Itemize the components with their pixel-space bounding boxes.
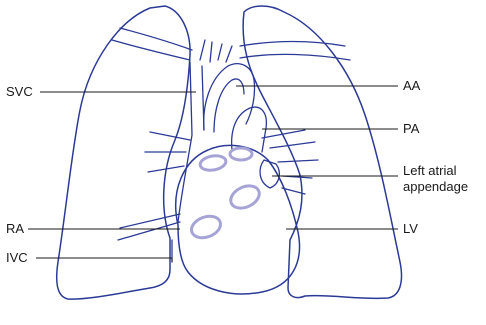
label-aa: AA xyxy=(403,78,420,93)
right-hilum-5 xyxy=(118,222,180,240)
heart-outline xyxy=(176,145,300,294)
valve-aortic xyxy=(230,148,252,160)
upper-left-branch-2 xyxy=(120,28,192,50)
valve-mitral xyxy=(227,182,263,213)
label-ra: RA xyxy=(6,221,24,236)
label-ivc: IVC xyxy=(6,250,28,265)
upper-right-branch-1 xyxy=(240,42,345,47)
valve-tricuspid xyxy=(188,212,223,241)
neck-vessel-2 xyxy=(210,42,212,62)
label-svc: SVC xyxy=(6,84,33,99)
left-hilum-2 xyxy=(270,142,315,148)
right-hilum-1 xyxy=(150,132,190,140)
label-laa-line1: Left atrial xyxy=(403,163,456,178)
leader-ivc xyxy=(36,258,172,262)
neck-vessel-4 xyxy=(226,46,232,62)
aorta-inner xyxy=(214,79,244,132)
right-hilum-4 xyxy=(120,214,180,228)
upper-left-branch-1 xyxy=(112,40,190,60)
neck-vessel-1 xyxy=(200,40,205,60)
aorta-arch xyxy=(204,64,255,130)
neck-vessel-3 xyxy=(218,44,222,60)
label-pa: PA xyxy=(403,121,419,136)
label-laa-line2: appendage xyxy=(403,179,468,194)
valve-pulmonary xyxy=(199,154,227,172)
left-hilum-3 xyxy=(278,160,318,162)
label-lv: LV xyxy=(403,221,418,236)
svc-vessel xyxy=(178,62,192,222)
left-lung-outline xyxy=(243,6,401,298)
